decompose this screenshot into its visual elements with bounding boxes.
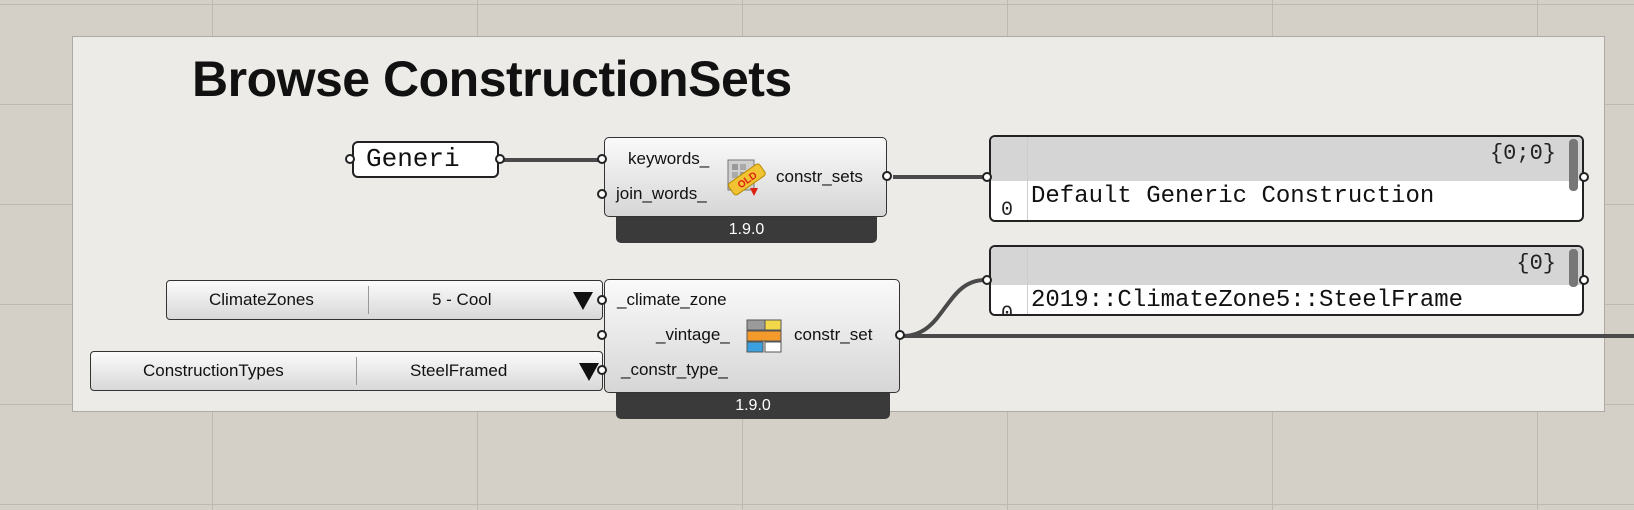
constr-set-panel-scrollbar[interactable] — [1569, 249, 1578, 287]
constr-set-panel-input-grip[interactable] — [982, 275, 992, 285]
search-panel[interactable]: Generi — [352, 141, 499, 178]
constr-sets-panel-value: Default Generic Construction — [1031, 183, 1435, 210]
constr-sets-panel-header — [991, 137, 1582, 181]
output-constr-sets[interactable]: constr_sets — [776, 167, 863, 186]
constr-set-grip[interactable] — [895, 330, 905, 340]
constr-sets-panel-input-grip[interactable] — [982, 172, 992, 182]
chevron-down-icon[interactable] — [573, 292, 593, 310]
input-keywords[interactable]: keywords_ — [628, 149, 710, 168]
constr-set-panel-header — [991, 247, 1582, 285]
constr-sets-panel-index: 0 — [1001, 199, 1014, 222]
output-constr-set[interactable]: constr_set — [794, 325, 873, 344]
vintage-grip[interactable] — [597, 330, 607, 340]
constr-sets-panel[interactable]: {0;0} 0 Default Generic Construction — [989, 135, 1584, 222]
search-panel-text: Generi — [366, 144, 460, 174]
constr-set-panel[interactable]: {0} 0 2019::ClimateZone5::SteelFrame — [989, 245, 1584, 316]
input-climate-zone[interactable]: _climate_zone — [617, 290, 727, 309]
join-words-grip[interactable] — [597, 189, 607, 199]
climate-construction-set-icon — [746, 319, 782, 353]
constr-type-grip[interactable] — [597, 365, 607, 375]
group-title: Browse ConstructionSets — [192, 51, 792, 107]
climate-zones-list-value: 5 - Cool — [432, 290, 492, 309]
climate-zones-value-list[interactable]: ClimateZones 5 - Cool — [166, 280, 603, 320]
constr-sets-panel-output-grip[interactable] — [1579, 172, 1589, 182]
constr-sets-grip[interactable] — [882, 171, 892, 181]
construction-types-list-value: SteelFramed — [410, 361, 508, 380]
constr-set-panel-gutter — [1027, 247, 1028, 314]
input-join-words[interactable]: join_words_ — [616, 184, 707, 203]
construction-types-value-list[interactable]: ConstructionTypes SteelFramed — [90, 351, 603, 391]
climate-zones-list-name: ClimateZones — [209, 290, 314, 309]
climate-zone-grip[interactable] — [597, 295, 607, 305]
climate-component-version: 1.9.0 — [616, 393, 890, 419]
input-vintage[interactable]: _vintage_ — [656, 325, 730, 344]
search-panel-output-grip[interactable] — [495, 154, 505, 164]
constr-sets-panel-path: {0;0} — [1489, 141, 1556, 166]
construction-types-list-name: ConstructionTypes — [143, 361, 284, 380]
keywords-grip[interactable] — [597, 154, 607, 164]
search-panel-input-grip[interactable] — [345, 154, 355, 164]
input-constr-type[interactable]: _constr_type_ — [621, 360, 728, 379]
old-construction-set-search-icon: OLD — [727, 159, 766, 196]
construction-types-divider — [356, 357, 357, 385]
search-component-version: 1.9.0 — [616, 217, 877, 243]
constr-set-panel-index: 0 — [1001, 303, 1014, 316]
constr-set-panel-value: 2019::ClimateZone5::SteelFrame — [1031, 287, 1464, 314]
chevron-down-icon[interactable] — [579, 363, 599, 381]
constr-set-panel-path: {0} — [1516, 251, 1556, 276]
constr-set-panel-output-grip[interactable] — [1579, 275, 1589, 285]
constr-sets-panel-gutter — [1027, 137, 1028, 220]
climate-zones-divider — [368, 286, 369, 314]
constr-sets-panel-scrollbar[interactable] — [1569, 139, 1578, 191]
